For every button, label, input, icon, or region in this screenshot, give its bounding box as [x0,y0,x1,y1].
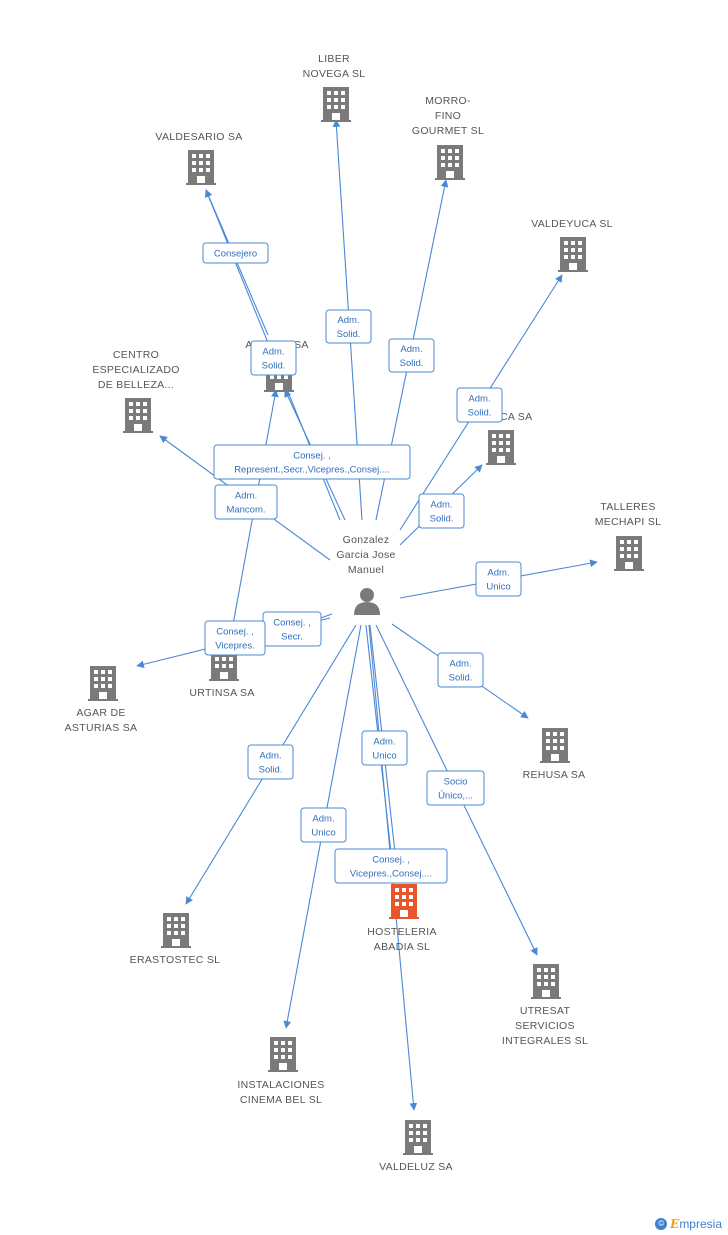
edge-label-aeroca[interactable]: Adm.Solid. [250,340,297,376]
company-node-centro[interactable] [123,398,153,433]
svg-text:Adm.Solid.: Adm.Solid. [449,659,473,684]
svg-text:Adm.Unico: Adm.Unico [311,814,335,839]
node-label-rehusa: REHUSA SA [523,769,586,781]
person-icon-body [354,602,380,615]
company-node-valdeyuca[interactable] [558,237,588,272]
edge-label-castica[interactable]: Adm.Solid. [418,493,465,529]
footer-brand: © Empresia [655,1217,722,1231]
edge-label-valdesario[interactable]: Consejero [202,242,269,264]
edge-label-liber[interactable]: Adm.Solid. [325,309,372,344]
node-label-valdeluz: VALDELUZ SA [379,1161,453,1173]
svg-text:Consejero: Consejero [214,249,257,260]
company-node-morrofino[interactable] [435,145,465,180]
edge-label-consej-represent[interactable]: Consej. ,Represent.,Secr.,Vicepres.,Cons… [213,444,411,480]
node-label-valdesario: VALDESARIO SA [155,131,242,143]
edge-label-agar[interactable]: Consej. ,Vicepres. [204,620,266,656]
svg-text:Adm.Unico: Adm.Unico [372,737,396,762]
copyright-icon: © [655,1218,668,1230]
edge-label-hosteleria-consej[interactable]: Consej. ,Vicepres.,Consej.... [334,848,448,884]
edge-label-erastostec[interactable]: Adm.Solid. [247,744,294,780]
nodes-layer [88,87,644,1155]
edge-label-rehusa[interactable]: Adm.Solid. [437,652,484,688]
edge-label-hosteleria-unico[interactable]: Adm.Unico [361,730,408,766]
svg-text:Adm.Solid.: Adm.Solid. [400,344,424,369]
svg-text:Adm.Unico: Adm.Unico [486,568,510,593]
svg-text:Adm.Mancom.: Adm.Mancom. [226,491,265,516]
edge-label-morrofino[interactable]: Adm.Solid. [388,338,435,373]
company-node-agar[interactable] [88,666,118,701]
edge-label-valdeyuca[interactable]: Adm.Solid. [456,387,503,423]
svg-text:Consej. ,Vicepres.: Consej. ,Vicepres. [215,627,254,652]
company-node-valdesario[interactable] [186,150,216,185]
svg-text:Adm.Solid.: Adm.Solid. [430,500,454,525]
company-node-hosteleria[interactable] [389,884,419,919]
svg-text:Adm.Solid.: Adm.Solid. [262,347,286,372]
company-node-liber[interactable] [321,87,351,122]
company-node-castica[interactable] [486,430,516,465]
svg-text:Adm.Solid.: Adm.Solid. [337,315,361,340]
person-icon-head [360,588,374,602]
company-node-rehusa[interactable] [540,728,570,763]
node-label-urtinsa: URTINSA SA [189,687,254,699]
edge-label-talleres[interactable]: Adm.Unico [475,561,522,597]
company-node-instalaciones[interactable] [268,1037,298,1072]
node-label-erastostec: ERASTOSTEC SL [130,954,221,966]
edge-label-centro[interactable]: Adm.Mancom. [214,484,278,520]
node-label-valdeyuca: VALDEYUCA SL [531,218,613,230]
svg-text:Adm.Solid.: Adm.Solid. [468,394,492,419]
svg-text:Consej. ,Vicepres.,Consej....: Consej. ,Vicepres.,Consej.... [350,855,432,880]
company-node-talleres[interactable] [614,536,644,571]
company-node-valdeluz[interactable] [403,1120,433,1155]
brand-logo[interactable]: Empresia [670,1217,722,1231]
svg-text:Adm.Solid.: Adm.Solid. [259,751,283,776]
svg-text:Consej. ,Represent.,Secr.,Vice: Consej. ,Represent.,Secr.,Vicepres.,Cons… [234,451,390,476]
edge-labels-layer: Adm.Solid. Adm.Solid. Consejero Adm.Soli… [202,242,522,884]
svg-text:Consej. ,Secr.: Consej. ,Secr. [273,618,311,643]
person-node[interactable] [354,588,380,615]
company-node-erastostec[interactable] [161,913,191,948]
edge-label-urtinsa[interactable]: Consej. ,Secr. [262,611,322,647]
edge-label-instalaciones[interactable]: Adm.Unico [300,807,347,843]
company-node-utresat[interactable] [531,964,561,999]
